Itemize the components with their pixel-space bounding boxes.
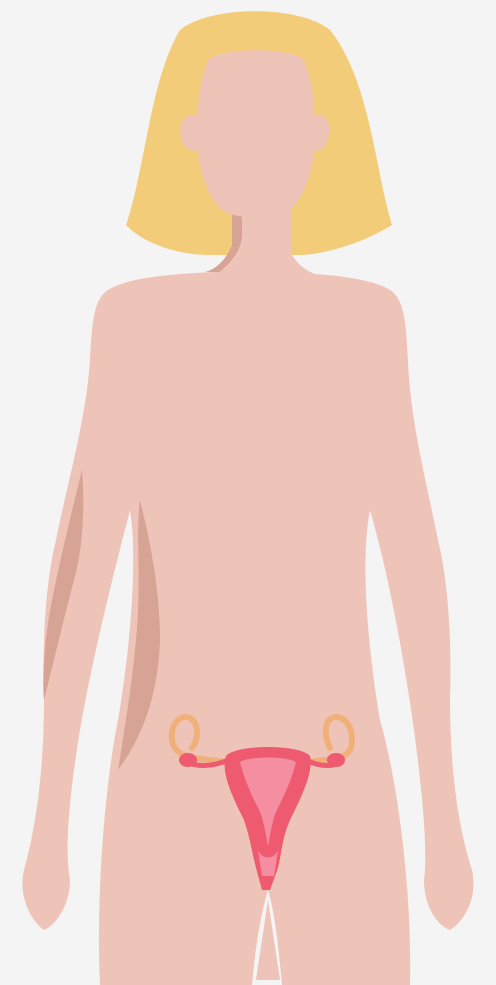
left-ovary	[179, 753, 197, 767]
right-ovary	[327, 753, 345, 767]
